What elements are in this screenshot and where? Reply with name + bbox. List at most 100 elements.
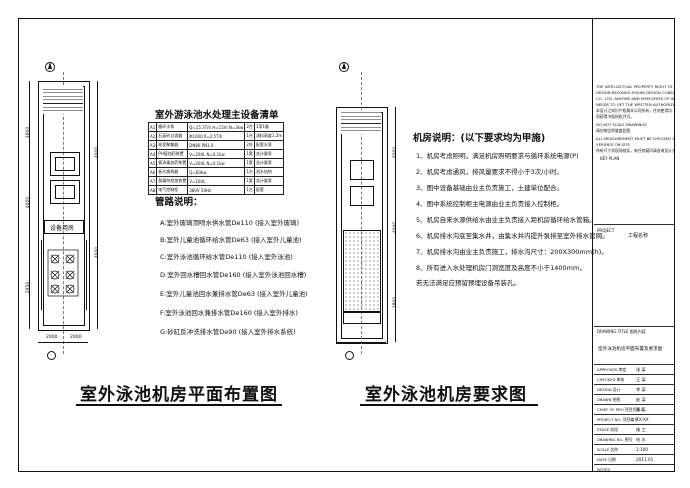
equipment-cell: 含计量泵 (253, 149, 285, 159)
equipment-cell: Φ1000 δ=2.5T/h (187, 131, 246, 141)
dim-line-right (97, 81, 98, 329)
notice-line-7: DO NOT SCALE DRAWINGS (596, 122, 647, 127)
north-arrow-right-tip (342, 62, 346, 69)
equipment-cell: 1用1备 (253, 122, 285, 132)
requirement-9: 若无法满足应预留预埋设备吊装孔。 (416, 279, 520, 287)
equipment-block-2-inner (55, 185, 75, 199)
notice-line-11: 所有尺寸须现场核实，有任何疑问请咨询设计方 (596, 148, 674, 153)
title-block-frame (592, 18, 593, 472)
title-block-row: NOTES (594, 464, 674, 475)
right-dim-bottom (336, 342, 386, 343)
equipment-cell: V=200L N=0.1kw (187, 158, 246, 168)
equipment-cell: 2台 (244, 122, 255, 132)
requirement-6: 6、机房排水沟底至集水井，由集水井内提升泵排至室外排水管网。 (416, 232, 609, 240)
equipment-cell: 1套 (244, 149, 255, 159)
equipment-cell: 含计量泵 (253, 158, 285, 168)
pipe-heading: 管路说明： (155, 197, 203, 208)
equipment-cell: 氯消毒加药装置 (156, 158, 189, 168)
equipment-cell: 毛发聚集器 (156, 140, 189, 150)
title-block-row: SCALE 比例 1:100 (594, 444, 674, 455)
title-block-row-value: XX-XX (636, 417, 649, 422)
equipment-cell: DN80 PN1.0 (187, 140, 246, 150)
title-block-row-label: APPROVED 审定 (597, 367, 627, 372)
right-plan-axis (361, 72, 362, 354)
title-block-row-label: CHECKED 审核 (597, 377, 625, 382)
equipment-cell: 循环水泵 (156, 122, 189, 132)
equipment-cell: 石英砂过滤器 (156, 131, 189, 141)
equipment-block-1-inner (55, 157, 75, 171)
title-block-row-value: 2011.01 (636, 457, 654, 462)
pipe-line-a: A:室外玻璃顶喷水供水管De110 (接入室外玻璃) (160, 219, 300, 227)
equipment-cell: A1 (147, 122, 158, 132)
pipe-line-g: G:砂缸反冲洗排水管De90 (接入室外排水系统) (160, 328, 296, 336)
stair-top (43, 86, 83, 114)
notice-line-10: VERIFIED ON SITE (596, 142, 630, 147)
title-block-row-value: 陈 某 (636, 407, 646, 412)
equipment-cell: A7 (147, 176, 158, 186)
equipment-cell: 1台 (244, 131, 255, 141)
notice-line-6: 须获得书面授权许可。 (596, 114, 634, 119)
title-block-row-label: DRAWN 绘图 (597, 397, 621, 402)
notice-line-4: NEEDS TO GET THE WRITTEN AUTHORIZATION (596, 102, 674, 107)
equipment-cell: 滤料高度1.2m (253, 131, 285, 141)
equipment-cell: 1台 (244, 167, 255, 177)
dim-right-1: 4000 (95, 146, 101, 159)
dim-line-bottom (38, 342, 88, 343)
equipment-cell: PH值加药装置 (156, 149, 189, 159)
requirement-5: 5、机房自来水源供给水由业主负责接入距机房循环给水管箱。 (416, 216, 596, 224)
dim-bottom-2: 2000 (70, 335, 82, 340)
title-block-notice: THE INTELLECTUAL PROPERTY RIGHT OF THIS … (596, 84, 674, 154)
notice-line-2: DESIGN BELONGS ZHUAN DESIGN CONSULTANT (596, 90, 674, 95)
key-plan-label: KEY PLAN (600, 156, 620, 161)
right-axis-bubble (345, 351, 354, 360)
equipment-block-2 (50, 180, 80, 204)
dim-line-left (29, 81, 30, 329)
pipe-runs-left (41, 240, 87, 310)
title-block-row-value: 赵 某 (636, 397, 646, 402)
right-plan-outer-wall (336, 107, 388, 344)
title-block-row-label: CHIEF OF PRO 项目负责人 (597, 407, 644, 412)
drawing-title-value: 室外泳池机房平面布置及要求图 (598, 347, 663, 352)
equipment-cell: 配套 (253, 185, 285, 195)
title-block-row: CHECKED 审核王 某 (594, 374, 674, 385)
equipment-cell: 1台 (244, 185, 255, 195)
equipment-cell: V=200L N=0.1kw (187, 149, 246, 159)
title-block-row-value: 给 水 (636, 437, 646, 442)
equipment-cell: A8 (147, 185, 158, 195)
project-value: 工程名称 (628, 233, 649, 239)
equipment-cell: A3 (147, 140, 158, 150)
title-block-row: STAGE 阶段施 工 (594, 424, 674, 435)
title-block-row-label: DESIGN 设计 (597, 387, 621, 392)
title-block-row-label: DATE 日期 (597, 457, 616, 462)
title-block-row-value: 1:100 (636, 447, 649, 452)
notice-line-3: CO., LTD. ANYONE AND EMPLOYEES OF WHO (596, 96, 674, 101)
dim-left-3: 2950 (26, 281, 32, 294)
title-block-row: DATE 日期 2011.01 (594, 454, 674, 465)
title-block-row-value: 施 工 (636, 427, 646, 432)
title-block-row: APPROVED 审定张 某 (594, 364, 674, 375)
dim-left-2: 4000 (26, 196, 32, 209)
title-block-row-label: SCALE 比例 (597, 447, 618, 452)
right-dim-2: 4000 (393, 221, 399, 234)
equipment-cell: V=100L (187, 176, 246, 186)
title-block-row: DRAWN 绘图 赵 某 (594, 394, 674, 405)
equipment-room-label: 设备用房 (50, 225, 75, 232)
equipment-cell: 絮凝剂投加装置 (156, 176, 189, 186)
right-equipment-2 (350, 186, 374, 206)
pipe-line-e: E:室外儿童池回水兼排水管De63 (接入室外儿童池) (160, 290, 308, 298)
left-title-underline (76, 404, 282, 406)
axis-bubble-bottom (47, 351, 56, 360)
plan-outer-wall (38, 81, 90, 331)
equipment-cell: Q=15.3T/h H=15m N=3kw (187, 122, 246, 132)
equipment-cell: 板式换热器 (156, 167, 189, 177)
notice-line-1: THE INTELLECTUAL PROPERTY RIGHT OF THIS (596, 84, 674, 89)
right-dim-line (395, 107, 396, 342)
title-block-row-label: NOTES (597, 467, 610, 472)
notice-line-9: ALL MEASUREMENT MUST BE CHECKED AND (596, 136, 674, 141)
project-label: PROJECT (597, 228, 615, 233)
equipment-cell: 2台 (244, 140, 255, 150)
